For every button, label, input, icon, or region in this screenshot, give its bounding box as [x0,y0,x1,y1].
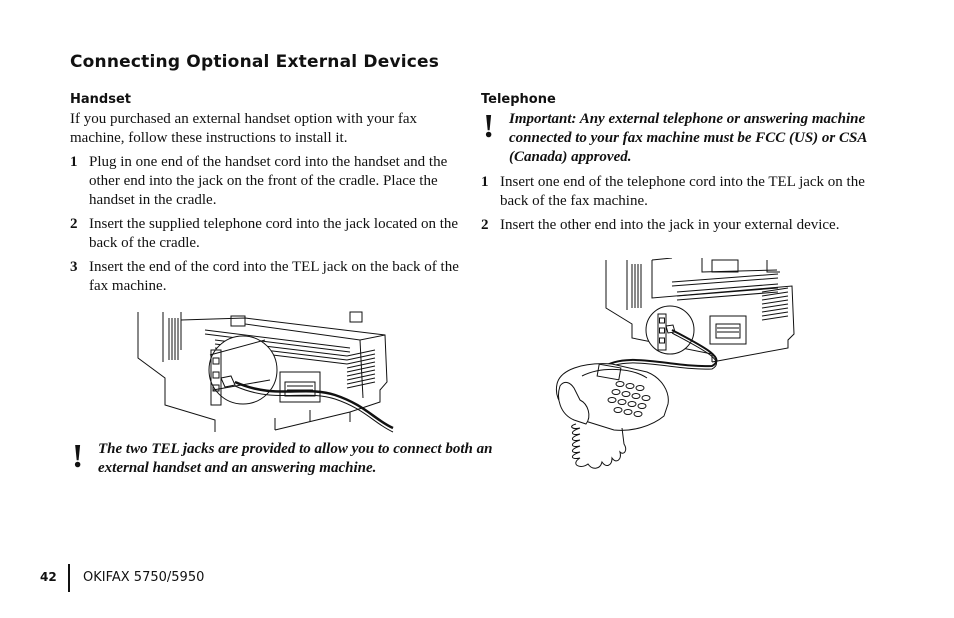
warning-icon: ! [483,108,495,145]
handset-step-1: 1 Plug in one end of the handset cord int… [70,153,462,210]
handset-step-2: 2 Insert the supplied telephone cord into… [70,215,462,253]
handset-intro: If you purchased an external handset opt… [70,111,417,146]
handset-section: Handset If you purchased an external han… [70,92,462,301]
handset-step-3: 3 Insert the end of the cord into the TEL… [70,258,462,296]
step-number: 1 [481,174,489,190]
step-text: Insert the other end into the jack in yo… [500,217,840,233]
telephone-steps: 1 Insert one end of the telephone cord in… [481,173,871,235]
step-text: Insert one end of the telephone cord int… [500,174,865,209]
handset-note-text: The two TEL jacks are provided to allow … [98,441,493,476]
footer-product-name: OKIFAX 5750/5950 [83,570,205,585]
telephone-step-2: 2 Insert the other end into the jack in y… [481,216,871,235]
step-text: Plug in one end of the handset cord into… [89,154,448,208]
step-text: Insert the supplied telephone cord into … [89,216,459,251]
fax-back-illustration [137,311,394,433]
warning-icon: ! [72,438,84,475]
footer-divider [68,564,70,592]
step-number: 3 [70,259,78,275]
telephone-heading: Telephone [481,92,556,107]
step-text: Insert the end of the cord into the TEL … [89,259,459,294]
telephone-important-note: ! Important: Any external telephone or a… [481,110,871,167]
page-title: Connecting Optional External Devices [70,52,440,72]
telephone-section: Telephone ! Important: Any external tele… [481,92,871,240]
page-number: 42 [40,570,57,584]
telephone-step-1: 1 Insert one end of the telephone cord in… [481,173,871,211]
telephone-note-text: Important: Any external telephone or ans… [509,111,867,165]
telephone-connection-illustration [555,258,795,469]
step-number: 1 [70,154,78,170]
step-number: 2 [481,217,489,233]
handset-steps: 1 Plug in one end of the handset cord int… [70,153,462,296]
handset-note: ! The two TEL jacks are provided to allo… [70,440,493,478]
handset-heading: Handset [70,92,131,107]
step-number: 2 [70,216,78,232]
